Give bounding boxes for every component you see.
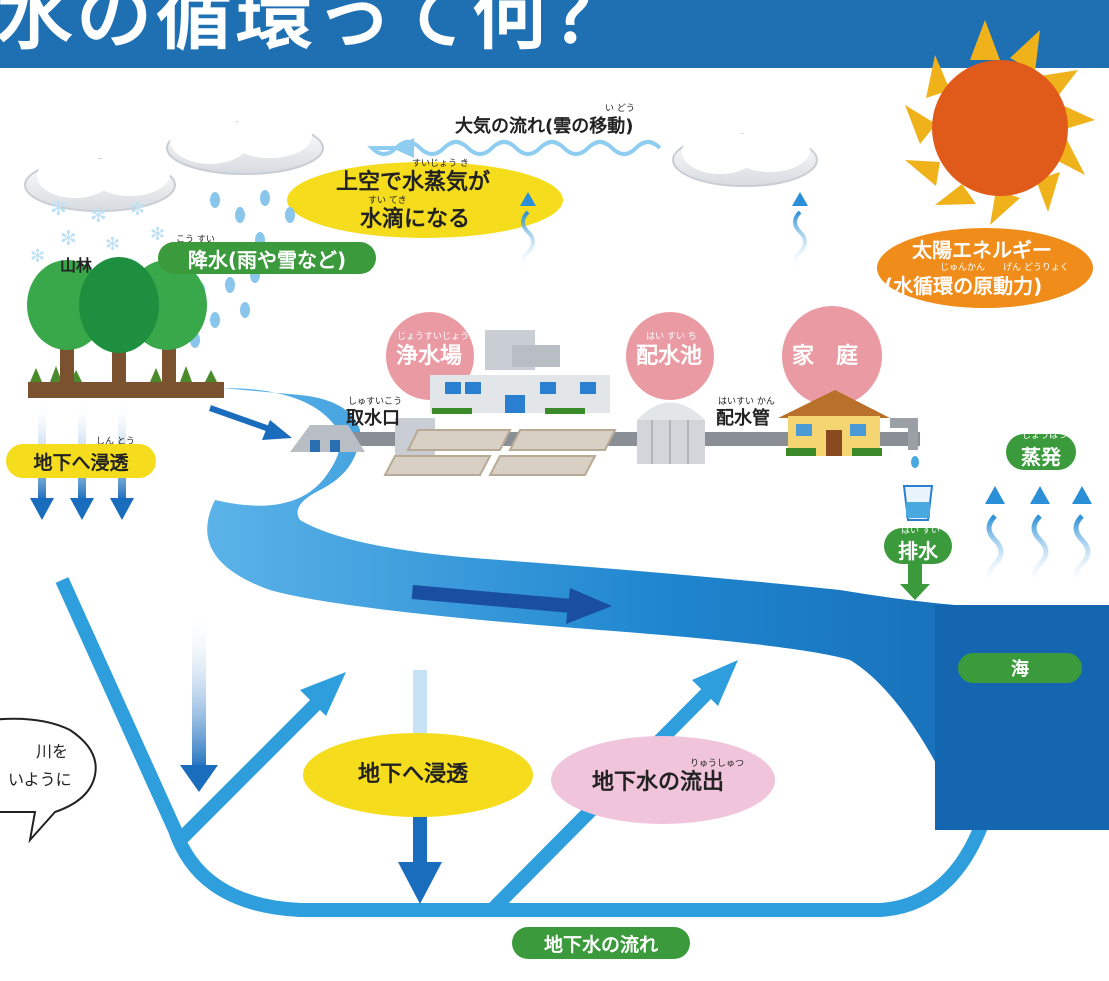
forest-icon [27, 257, 224, 398]
infiltration-left-label: 地下へ浸透 [6, 444, 156, 478]
sea [935, 605, 1109, 830]
svg-text:✻: ✻ [60, 226, 77, 250]
sun-energy-bubble [877, 228, 1093, 308]
infiltration-center-label: 地下へ浸透 [358, 762, 469, 787]
svg-text:✻: ✻ [130, 199, 145, 220]
home-label: 家 庭 [792, 344, 859, 369]
reservoir-tank [626, 312, 714, 464]
reservoir-label: 配水池 [636, 344, 703, 369]
condensation-ruby-1: すいじょう き [412, 159, 469, 169]
pipe-ruby: はいすい かん [718, 397, 775, 407]
evaporation-ruby: じょうはつ [1022, 431, 1068, 441]
svg-text:✻: ✻ [90, 203, 107, 227]
purification-plant [383, 312, 617, 476]
svg-text:✻: ✻ [50, 196, 67, 220]
infiltration-left-ruby: しん とう [96, 437, 135, 447]
atmosphere-label: 大気の流れ(雲の移動) [455, 116, 634, 137]
evaporation-label: 蒸発 [1006, 434, 1076, 470]
infiltration-arrows-center [180, 610, 442, 904]
sun-label-line-1: 太陽エネルギー [912, 238, 1052, 262]
outflow-label: 地下水の流出 [592, 770, 725, 795]
snowflakes: ✻ ✻ ✻ ✻ ✻ ✻ ✻ ✻ ✻ [30, 196, 165, 279]
precipitation-label: 降水(雨や雪など) [158, 242, 376, 274]
condensation-line-1: 上空で水蒸気が [336, 170, 491, 195]
speech-bubble [0, 717, 97, 844]
home-icon [778, 306, 890, 456]
svg-text:✻: ✻ [30, 246, 45, 267]
intake-ruby: しゅすいこう [348, 397, 403, 407]
bubble-line-1: 川を [36, 742, 69, 761]
outflow-bubble [551, 736, 775, 824]
bubble-line-2: いように [8, 770, 72, 789]
header-band [0, 0, 1109, 68]
faucet-icon [890, 418, 919, 468]
groundwater-flow-label: 地下水の流れ [512, 927, 690, 959]
cloud-icon [24, 152, 176, 212]
drain-label: 排水 [884, 528, 952, 564]
river [207, 388, 1109, 830]
intake-label: 取水口 [346, 408, 400, 429]
precipitation-ruby: こう すい [176, 235, 215, 245]
condensation-line-2: 水滴になる [360, 207, 471, 232]
sea-label: 海 [958, 653, 1082, 683]
reservoir-ruby: はい すい ち [646, 332, 697, 342]
condensation-ruby-2: すい てき [368, 196, 407, 206]
arrow-head [300, 672, 346, 716]
arrow-head [692, 660, 738, 706]
purification-label: 浄水場 [396, 344, 463, 369]
vapor-rise-arrow [792, 192, 808, 274]
infiltration-bubble [303, 733, 533, 817]
purification-ruby: じょうすいじょう [397, 332, 470, 342]
river-flow-arrow [411, 585, 612, 624]
sun-icon [905, 20, 1095, 225]
condensation-bubble [287, 162, 563, 238]
vapor-rise-arrow [520, 192, 536, 274]
outflow-ruby: りゅうしゅつ [690, 759, 745, 769]
page-title: 水の循環って何？ [0, 0, 633, 60]
sun-label-line-2: (水循環の原動力) [884, 274, 1043, 298]
intake-arrow [208, 405, 292, 440]
atmosphere-ruby: い どう [605, 104, 635, 114]
intake-structure [290, 425, 365, 452]
drain-arrow [900, 562, 930, 600]
svg-text:✻: ✻ [105, 234, 120, 255]
svg-text:✻: ✻ [150, 224, 165, 245]
cup-icon [902, 485, 934, 521]
cloud-icon [166, 114, 324, 175]
sun-ruby: じゅんかん げん どうりょく [940, 263, 1069, 273]
cloud-icon [672, 128, 818, 187]
evaporation-arrows [985, 486, 1092, 590]
forest-label: 山林 [60, 256, 93, 275]
drain-ruby: はい すい [901, 526, 940, 536]
atmosphere-flow-arrow [367, 138, 662, 158]
pipe-label: 配水管 [716, 408, 770, 429]
